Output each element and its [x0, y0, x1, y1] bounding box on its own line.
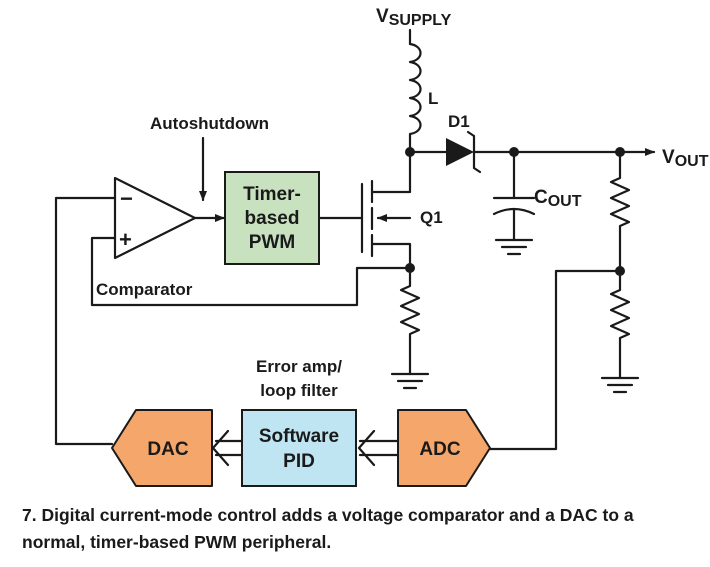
cap-label: COUT — [534, 187, 582, 210]
pwm-block — [224, 171, 320, 265]
circuit-diagram: VSUPPLY L D1 VOUT COUT Q1 − + Comp — [54, 6, 709, 487]
error-amp-label-line1: Error amp/ — [256, 357, 342, 376]
inductor-label: L — [428, 89, 438, 108]
comparator-triangle — [113, 176, 197, 260]
pid-label-line1: Software — [259, 426, 339, 447]
pid-block — [241, 409, 357, 487]
sense-resistor — [399, 266, 421, 376]
pwm-label-line3: PWM — [249, 232, 295, 253]
pwm-label-line2: based — [245, 208, 300, 229]
comparator-minus: − — [120, 186, 133, 211]
diode-triangle — [446, 138, 474, 166]
dac-label: DAC — [147, 439, 188, 460]
pwm-label-line1: Timer- — [243, 184, 301, 205]
divider-resistor-top — [609, 150, 631, 273]
transistor-label: Q1 — [420, 208, 443, 227]
inductor — [408, 42, 422, 154]
divider-resistor-bottom — [609, 269, 631, 380]
current-sense-wire — [90, 236, 412, 307]
pid-label-line2: PID — [283, 451, 315, 472]
diode-label: D1 — [448, 112, 470, 131]
comparator-label: Comparator — [96, 280, 193, 299]
figure-caption: 7. Digital current-mode control adds a v… — [22, 505, 634, 552]
autoshutdown-label: Autoshutdown — [150, 114, 269, 133]
sense-ground — [390, 372, 430, 390]
adc-block — [397, 409, 491, 487]
adc-label: ADC — [419, 439, 460, 460]
dac-feedback-wire — [54, 196, 117, 446]
cap-ground — [494, 238, 534, 256]
mosfet-source-wire — [370, 242, 412, 270]
adc-feedback-wire — [488, 269, 622, 451]
comparator-plus: + — [119, 227, 132, 252]
output-label: VOUT — [662, 147, 709, 170]
bus-arrow-adc-to-pid — [357, 429, 400, 467]
divider-ground — [600, 376, 640, 394]
bus-arrow-pid-to-dac — [211, 429, 244, 467]
error-amp-label-line2: loop filter — [260, 381, 338, 400]
supply-label: VSUPPLY — [376, 6, 452, 29]
mosfet-drain-wire — [370, 150, 412, 194]
